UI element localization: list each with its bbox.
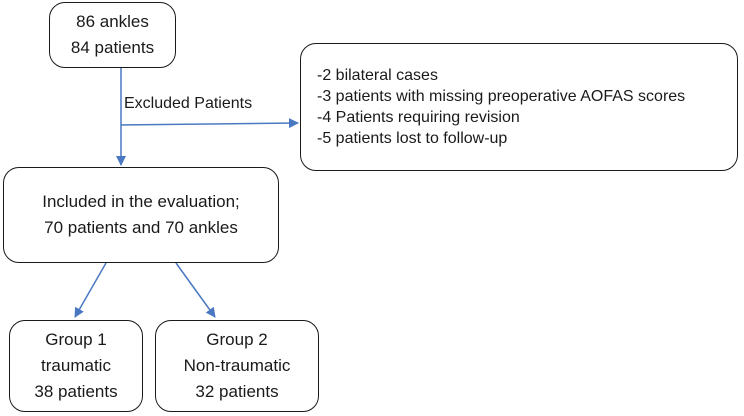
edge-label-excluded: Excluded Patients — [124, 95, 253, 112]
arrow-included-to-group2 — [175, 262, 216, 318]
node-excluded: -2 bilateral cases -3 patients with miss… — [300, 43, 738, 171]
arrow-included-to-group1 — [74, 262, 107, 318]
node-start-line: 84 patients — [70, 38, 155, 57]
node-excluded-line: -3 patients with missing preoperative AO… — [317, 88, 686, 105]
node-group1: Group 1 traumatic 38 patients — [9, 320, 143, 412]
node-group1-line: traumatic — [41, 356, 111, 375]
node-group1-line: Group 1 — [45, 330, 107, 349]
node-excluded-line: -4 Patients requiring revision — [317, 109, 520, 126]
arrow-to-excluded — [120, 118, 299, 129]
node-group2: Group 2 Non-traumatic 32 patients — [155, 320, 319, 412]
node-group1-line: 38 patients — [34, 382, 118, 401]
node-excluded-line: -5 patients lost to follow-up — [317, 130, 508, 147]
node-included: Included in the evaluation; 70 patients … — [3, 167, 279, 263]
node-group2-line: 32 patients — [195, 382, 279, 401]
node-included-line: 70 patients and 70 ankles — [44, 218, 238, 237]
node-group2-line: Non-traumatic — [183, 356, 291, 375]
node-excluded-line: -2 bilateral cases — [317, 67, 438, 84]
node-start: 86 ankles 84 patients — [49, 2, 176, 68]
node-group2-line: Group 2 — [206, 330, 268, 349]
node-included-line: Included in the evaluation; — [42, 192, 240, 211]
node-start-line: 86 ankles — [76, 12, 149, 31]
